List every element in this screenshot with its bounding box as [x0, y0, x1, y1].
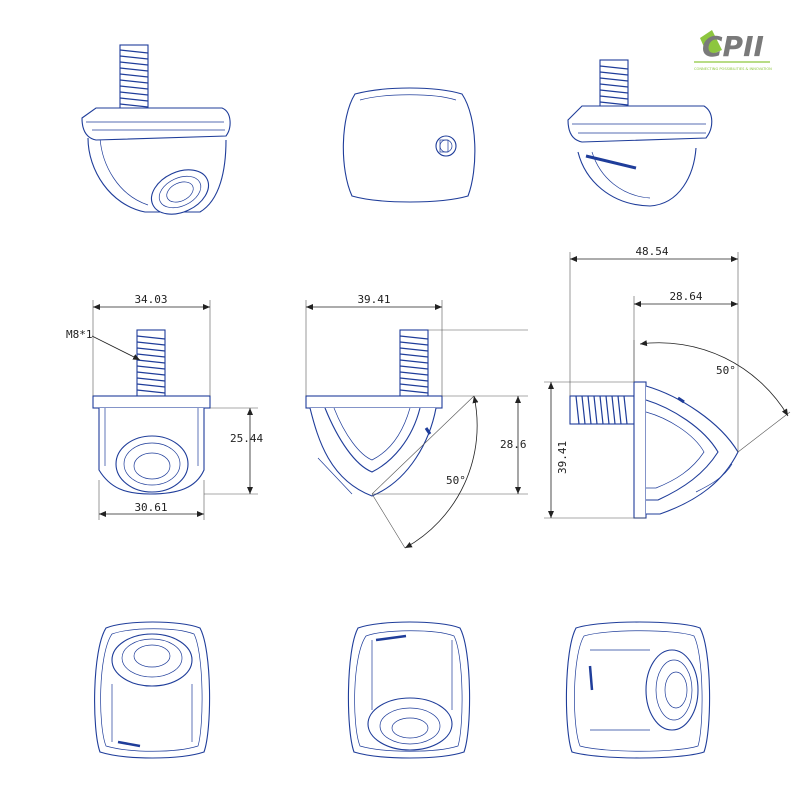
- front-height-label: 25.44: [230, 432, 263, 445]
- side-width-label: 39.41: [357, 293, 390, 306]
- front-view-dimensions: 34.03 25.44 30.61 M8*1: [66, 293, 263, 520]
- top-view: [342, 87, 476, 203]
- front-bottom-width-label: 30.61: [134, 501, 167, 514]
- logo-swoosh-icon: [700, 30, 722, 56]
- front-view: [92, 329, 211, 495]
- bottom-view-center: [347, 621, 471, 759]
- right-angle-label: 50°: [716, 364, 736, 377]
- side-angle-label: 50°: [446, 474, 466, 487]
- side-height-label: 28.6: [500, 438, 527, 451]
- right-side-view: [569, 381, 739, 519]
- logo-text: CPII: [702, 30, 764, 63]
- logo-tagline: CONNECTING POSSIBILITIES & INNOVATION: [694, 67, 772, 71]
- company-logo: CPII CONNECTING POSSIBILITIES & INNOVATI…: [694, 30, 772, 71]
- right-height-label: 39.41: [556, 441, 569, 474]
- side-view: [305, 329, 443, 497]
- iso-view-right: [567, 59, 713, 207]
- iso-view-left: [81, 44, 231, 215]
- front-width-label: 34.03: [134, 293, 167, 306]
- thread-spec-label: M8*1: [66, 328, 93, 341]
- bottom-view-left: [94, 621, 211, 759]
- right-body-width-label: 28.64: [669, 290, 702, 303]
- side-view-dimensions: 39.41 28.6 50°: [305, 293, 528, 549]
- right-view-dimensions: 48.54 28.64 50° 39.41: [544, 245, 791, 519]
- bottom-view-right: [565, 621, 711, 759]
- right-overall-width-label: 48.54: [635, 245, 668, 258]
